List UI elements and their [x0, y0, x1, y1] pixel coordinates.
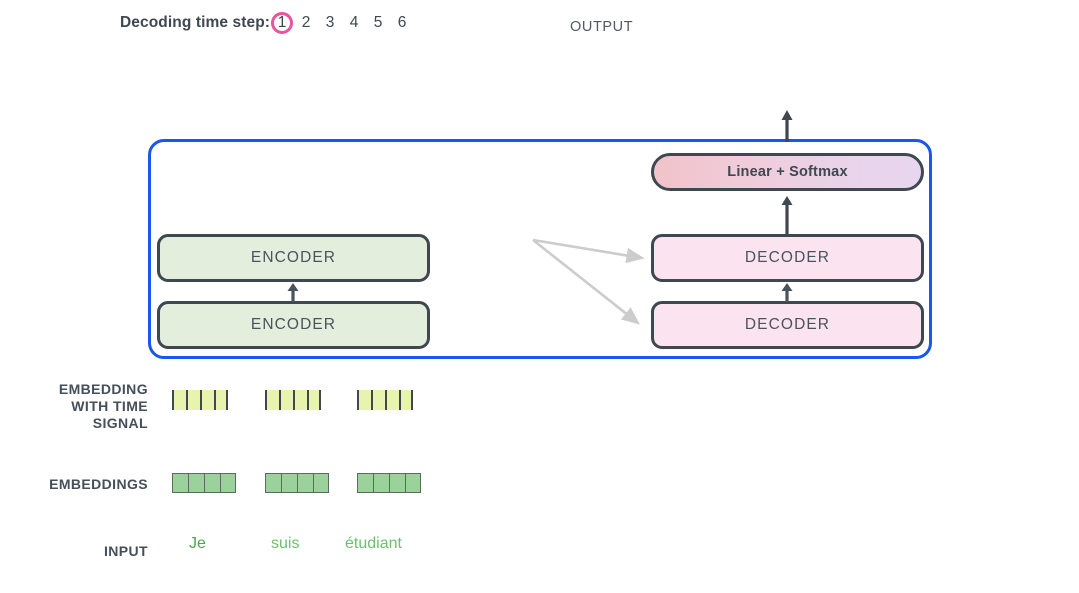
embeddings-label: EMBEDDINGS [49, 476, 148, 492]
decoding-step-4[interactable]: 4 [349, 14, 359, 31]
time-signal-cell [385, 390, 399, 410]
embedding-with-time-signal-line-1: EMBEDDING [58, 381, 148, 397]
embedding-cell-group-0 [172, 473, 236, 493]
linear-softmax-block[interactable]: Linear + Softmax [651, 153, 924, 191]
time-signal-cell-group-2 [357, 390, 413, 410]
input-token-1: suis [271, 535, 300, 552]
embedding-cell [389, 473, 405, 493]
embedding-with-time-signal-line-3: SIGNAL [92, 415, 148, 431]
encoder-block-top[interactable]: ENCODER [157, 234, 430, 282]
decoding-step-1[interactable]: 1 [270, 12, 294, 34]
embedding-cell [204, 473, 220, 493]
decoder-block-top[interactable]: DECODER [651, 234, 924, 282]
time-signal-cell-group-0 [172, 390, 228, 410]
embedding-cell [357, 473, 373, 493]
embedding-cell [172, 473, 188, 493]
decoding-step-5[interactable]: 5 [373, 14, 383, 31]
decoding-time-step-row: Decoding time step: 1 2 3 4 5 6 [120, 12, 414, 34]
time-signal-cell [357, 390, 371, 410]
embedding-cell-group-1 [265, 473, 329, 493]
decoding-step-6[interactable]: 6 [397, 14, 407, 31]
time-signal-cell [399, 390, 413, 410]
up-arrow-icon-decoder-internal [780, 283, 794, 302]
embedding-with-time-signal-line-2: WITH TIME [71, 398, 148, 414]
encoder-block-bottom[interactable]: ENCODER [157, 301, 430, 349]
embedding-cell [313, 473, 329, 493]
input-token-0: Je [189, 535, 206, 552]
embedding-with-time-signal-label: EMBEDDING WITH TIME SIGNAL [0, 381, 148, 432]
embedding-cell-group-2 [357, 473, 421, 493]
time-signal-cell [200, 390, 214, 410]
embedding-cell [297, 473, 313, 493]
decoding-step-2[interactable]: 2 [301, 14, 311, 31]
embedding-cell [265, 473, 281, 493]
input-label: INPUT [104, 543, 148, 559]
embedding-cell [373, 473, 389, 493]
time-signal-cell [214, 390, 228, 410]
output-label: OUTPUT [570, 19, 634, 35]
time-signal-cell [265, 390, 279, 410]
embedding-cell [405, 473, 421, 493]
time-signal-cell [279, 390, 293, 410]
up-arrow-icon-output-top [780, 110, 794, 142]
embedding-cell [188, 473, 204, 493]
time-signal-cell [371, 390, 385, 410]
time-signal-cell [307, 390, 321, 410]
embedding-cell [220, 473, 236, 493]
up-arrow-icon-decoder-to-linear [780, 196, 794, 236]
decoding-time-step-label: Decoding time step: [120, 14, 271, 31]
time-signal-cell [172, 390, 186, 410]
time-signal-cell-group-1 [265, 390, 321, 410]
time-signal-cell [186, 390, 200, 410]
decoder-block-bottom[interactable]: DECODER [651, 301, 924, 349]
transformer-model-container [148, 139, 932, 359]
time-signal-cell [293, 390, 307, 410]
embedding-cell [281, 473, 297, 493]
input-token-2: étudiant [345, 535, 402, 552]
encoder-to-decoder-arrows [520, 228, 660, 338]
decoding-step-3[interactable]: 3 [325, 14, 335, 31]
up-arrow-icon-encoder-internal [286, 283, 300, 302]
